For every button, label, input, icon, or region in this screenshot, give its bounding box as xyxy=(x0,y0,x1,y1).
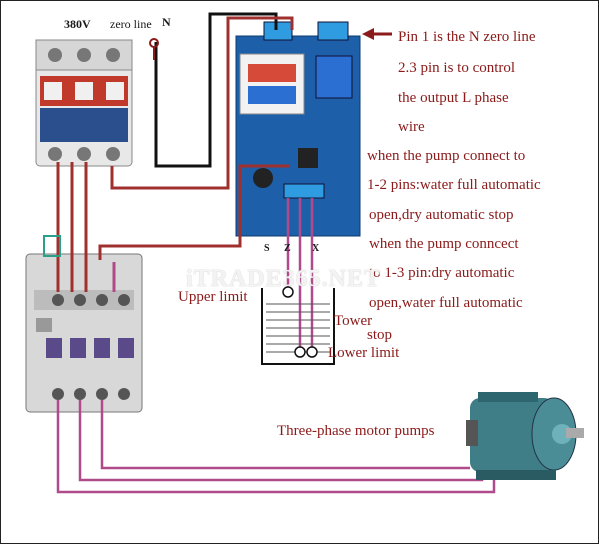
pin-arrow-icon xyxy=(362,28,392,40)
voltage-label: 380V xyxy=(64,17,91,31)
note-line-7: open,dry automatic stop xyxy=(369,207,514,223)
watermark: iTRADE365.NET xyxy=(186,266,382,292)
wire-breaker-contactor xyxy=(43,162,116,292)
note-line-9: to 1-3 pin:dry automatic xyxy=(369,265,515,281)
note-line-10: open,water full automatic xyxy=(369,295,523,311)
n-label: N xyxy=(162,15,171,29)
probe-label-x: X xyxy=(312,243,320,254)
stop-label: stop xyxy=(367,327,393,343)
contactor xyxy=(25,253,143,413)
wire-contactor-motor xyxy=(56,400,496,494)
zero-line-label: zero line xyxy=(110,17,152,31)
circuit-breaker xyxy=(35,39,133,167)
lower-limit-label: Lower limit xyxy=(328,345,400,361)
wire-l-red xyxy=(110,16,294,190)
note-line-2: 2.3 pin is to control xyxy=(398,60,516,76)
tower-label: Tower xyxy=(334,313,373,329)
note-line-6: 1-2 pins:water full automatic xyxy=(367,177,541,193)
wire-control-red xyxy=(98,164,290,260)
note-line-5: when the pump connect to xyxy=(367,148,526,164)
control-board xyxy=(235,21,361,237)
note-line-1: Pin 1 is the N zero line xyxy=(398,29,536,45)
water-tank xyxy=(261,286,335,365)
note-line-3: the output L phase xyxy=(398,90,509,106)
note-line-8: when the pump conncect xyxy=(369,236,519,252)
upper-limit-label: Upper limit xyxy=(178,289,248,305)
motor-pump xyxy=(466,392,584,480)
motor-label: Three-phase motor pumps xyxy=(277,423,435,439)
probe-label-z: Z xyxy=(284,243,291,254)
probe-label-s: S xyxy=(264,243,270,254)
probe-wires xyxy=(286,198,314,350)
note-line-4: wire xyxy=(398,119,425,135)
